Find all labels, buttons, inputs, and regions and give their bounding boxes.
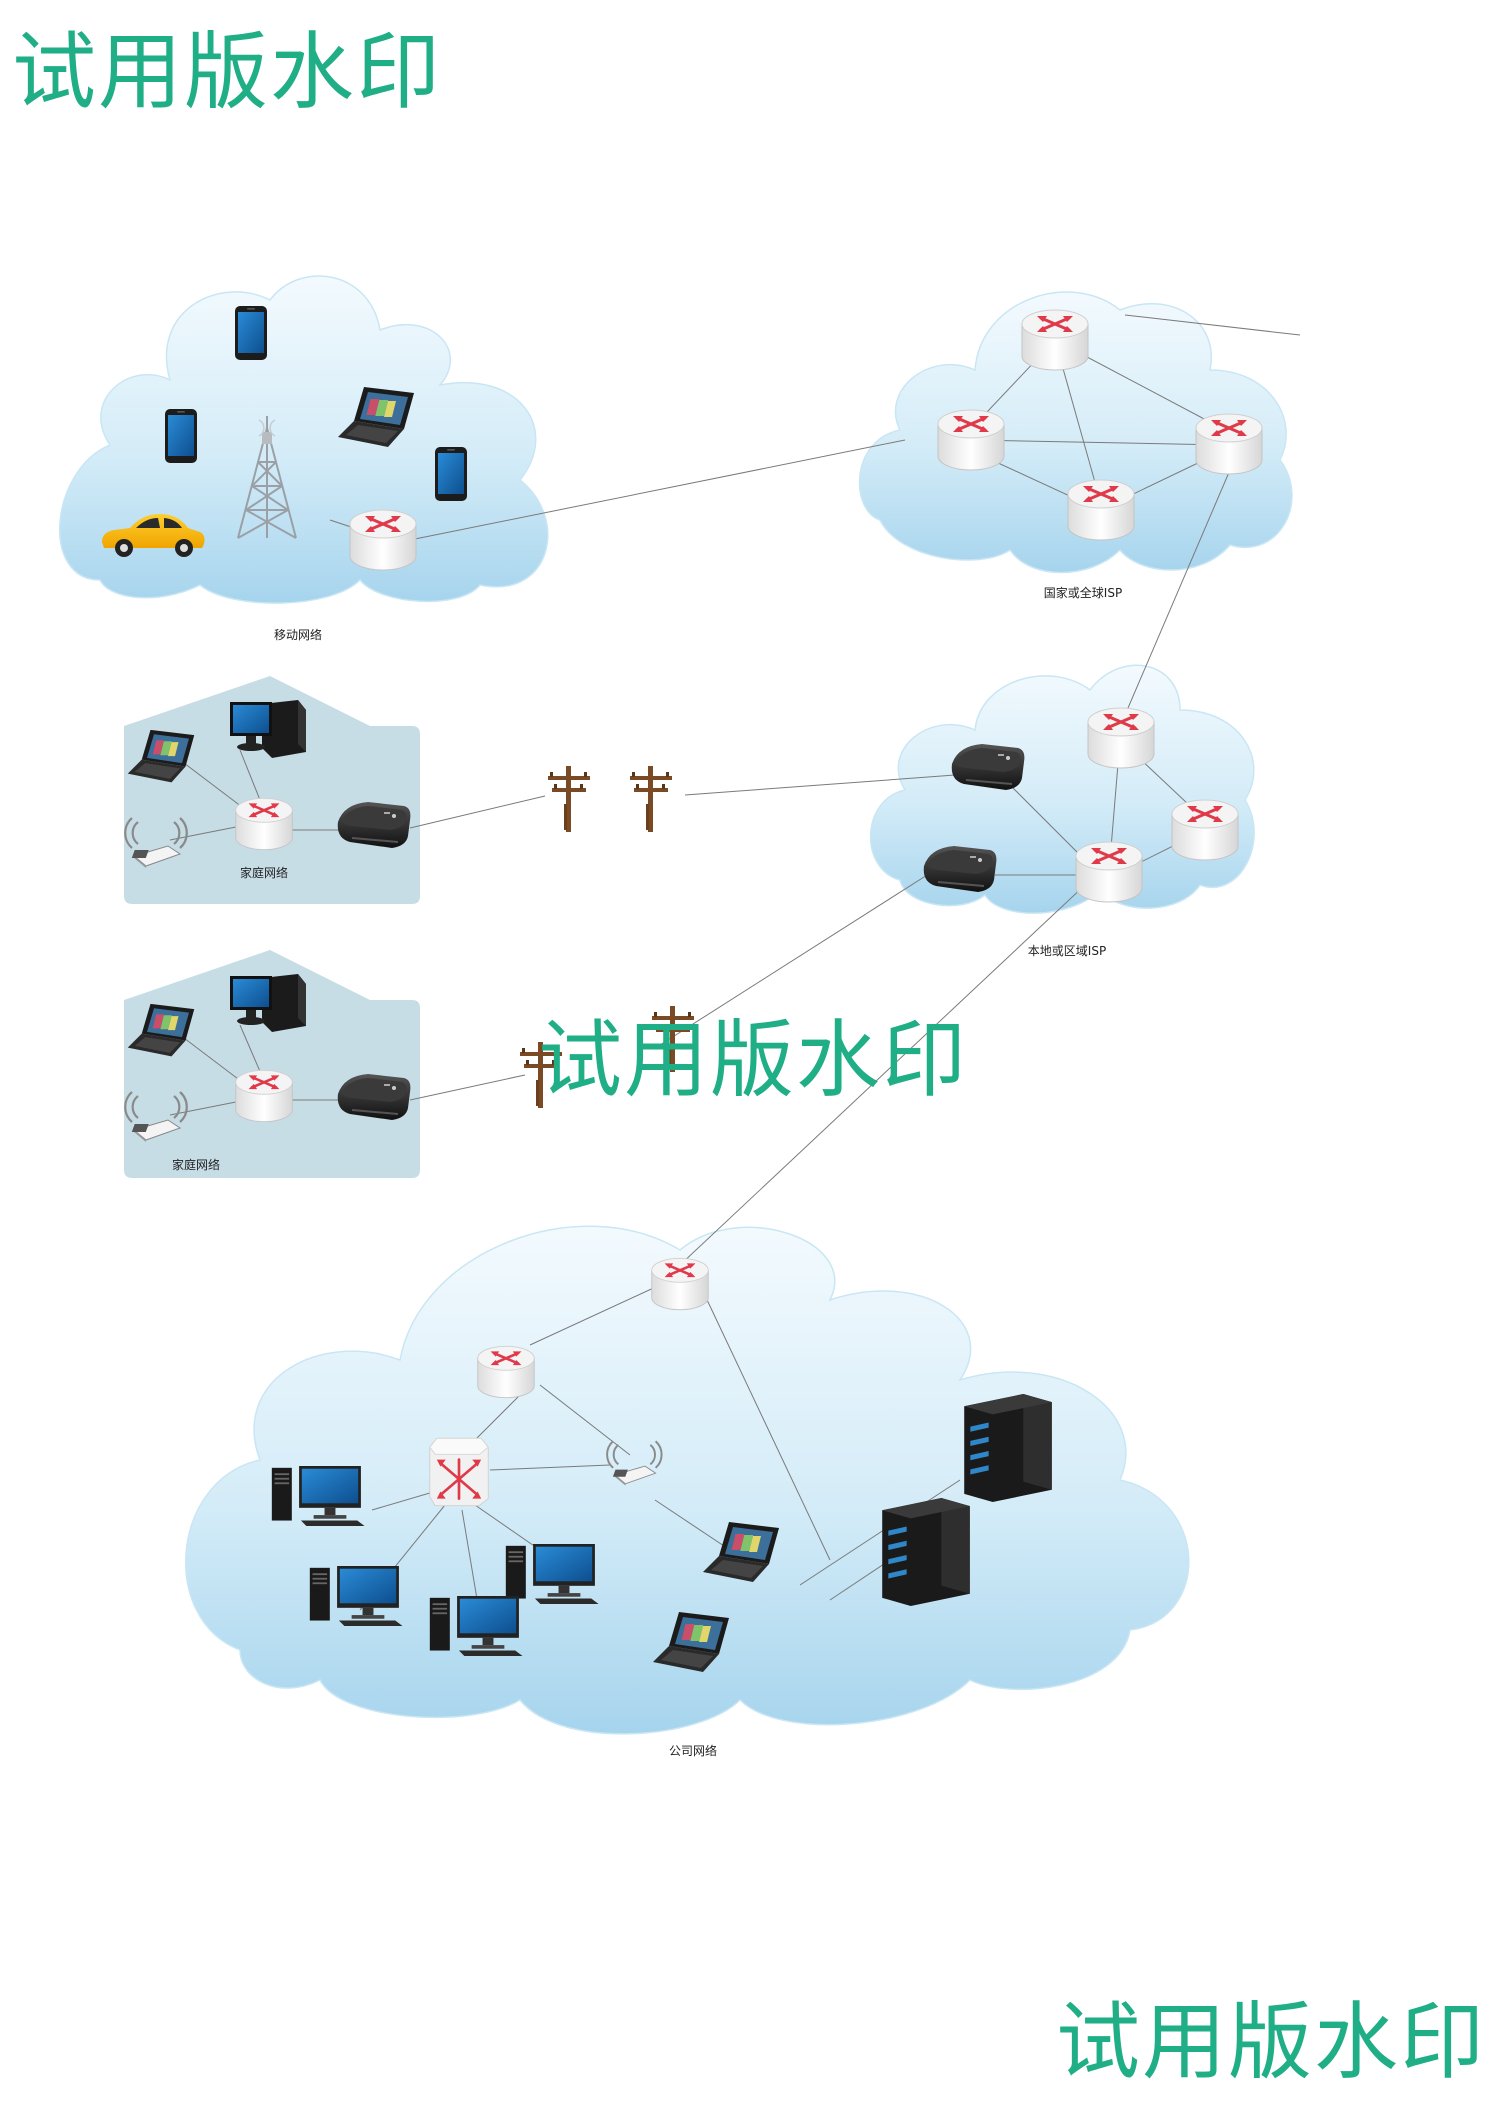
cloud-global-isp [858, 291, 1293, 574]
router-icon [1020, 308, 1090, 372]
utility-pole-icon [630, 766, 672, 832]
phone-icon [165, 409, 197, 463]
router-icon [1086, 706, 1156, 770]
desktop-computer-icon [230, 974, 306, 1032]
modem-icon [950, 743, 1026, 791]
cloud-mobile-network [59, 275, 549, 604]
local-isp-label: 本地或区域ISP [1027, 944, 1107, 958]
modem-icon [922, 845, 998, 893]
desktop-computer-icon [230, 700, 306, 758]
switch-icon [428, 1436, 490, 1508]
house-2 [124, 950, 420, 1178]
router-icon [234, 1068, 294, 1124]
router-icon [1170, 798, 1240, 862]
watermark-top: 试用版水印 [12, 23, 443, 121]
router-icon [1194, 412, 1264, 476]
home-network-label-1: 家庭网络 [239, 866, 289, 880]
modem-icon [336, 1073, 412, 1121]
company-network-label: 公司网络 [668, 1744, 718, 1758]
home-network-label-2: 家庭网络 [171, 1158, 221, 1172]
watermark-bottom: 试用版水印 [1056, 1993, 1487, 2091]
server-rack-icon [882, 1498, 970, 1606]
router-icon [234, 796, 294, 852]
router-icon [476, 1344, 536, 1400]
modem-icon [336, 801, 412, 849]
router-icon [650, 1256, 710, 1312]
connections [169, 314, 1301, 1611]
watermark-middle: 试用版水印 [538, 1011, 969, 1109]
global-isp-label: 国家或全球ISP [1043, 586, 1123, 600]
mobile-network-label: 移动网络 [273, 628, 323, 642]
house-1 [124, 676, 420, 904]
router-icon [1066, 478, 1136, 542]
phone-icon [435, 447, 467, 501]
phone-icon [235, 306, 267, 360]
server-rack-icon [964, 1394, 1052, 1502]
utility-pole-icon [548, 766, 590, 832]
router-icon [1074, 840, 1144, 904]
router-icon [936, 408, 1006, 472]
router-icon [348, 508, 418, 572]
